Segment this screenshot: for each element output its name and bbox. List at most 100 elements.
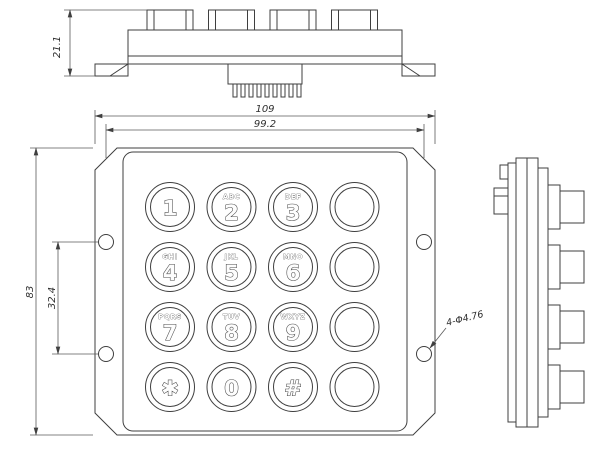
side-cap-tip [559,190,585,224]
top-view [94,9,436,98]
button-outer-ring [268,302,318,352]
hole-callout-text: 4-Φ4.76 [445,309,485,329]
connector-pins [232,83,302,98]
button-digit: 1 [163,197,178,221]
button-inner-ring [211,307,252,347]
button-inner-ring [150,307,190,347]
button-digit: 0 [224,377,239,401]
top-view-body [127,29,403,65]
button-inner-ring [150,367,190,407]
button-digit: 2 [224,201,239,225]
connector-pin [264,83,270,98]
button-outer-ring [145,182,195,232]
button-inner-ring [150,187,190,227]
keypad-button-blank [329,362,380,412]
dim-text-overall-width: 109 [255,104,274,115]
button-outer-ring [145,302,195,352]
button-outer-ring [206,182,257,232]
button-letters: TUV [223,313,240,321]
button-inner-ring [150,247,190,287]
button-letters: JKL [224,253,239,261]
button-outer-ring [145,362,195,412]
connector-pin [280,83,286,98]
keypad-button-blank [329,242,380,292]
keypad-button-1: 1 [145,182,195,232]
side-view [493,157,585,428]
top-cap [331,9,378,31]
button-outer-ring [145,242,195,292]
mounting-hole-bottom-left [98,346,114,362]
button-inner-ring [211,247,252,287]
side-cap-base [547,304,561,350]
button-letters: MNO [283,253,303,261]
dim-text-overall-height: 83 [25,286,36,299]
top-cap [208,9,255,31]
button-inner-ring [334,247,375,287]
connector-pin [296,83,302,98]
button-digit: 7 [163,321,178,345]
button-digit: 8 [224,321,239,345]
button-inner-ring [334,367,375,407]
top-view-right-tab [401,63,436,77]
button-inner-ring [334,187,375,227]
button-digit: 3 [286,201,301,225]
front-panel-face [122,151,408,432]
top-view-button-caps [146,9,378,31]
button-letters: ABC [223,193,240,201]
keypad-button-blank [329,182,380,232]
button-outer-ring [268,362,318,412]
button-digit: ✱ [161,377,179,401]
connector-pin [272,83,278,98]
button-digit: 4 [163,261,178,285]
button-digit: # [284,377,302,401]
button-inner-ring [273,307,313,347]
side-cap-tip [559,370,585,404]
button-letters: WXYZ [280,313,305,321]
button-inner-ring [334,307,375,347]
connector-pin [248,83,254,98]
button-digit: 9 [286,321,301,345]
dim-text-side-height: 21.1 [52,36,63,58]
top-view-right-tab-bend [401,63,421,77]
button-outer-ring [329,182,380,232]
keypad-button-✱: ✱ [145,362,195,412]
button-outer-ring [268,242,318,292]
side-cap-base [547,364,561,410]
button-letters: PQRS [158,313,182,321]
side-face-plate [537,167,549,418]
button-letters: GHI [162,253,178,261]
mounting-hole-bottom-right [416,346,432,362]
connector-pin [288,83,294,98]
side-top-step [499,164,509,180]
button-inner-ring [211,187,252,227]
button-digit: 6 [286,261,301,285]
side-button-caps [547,184,585,410]
dim-text-hole-span-height: 32.4 [47,287,58,309]
side-connector-nub [493,187,509,215]
connector-pin [232,83,238,98]
connector-pin [240,83,246,98]
side-back-plate [507,162,517,423]
top-cap [146,9,194,31]
side-cap-base [547,244,561,290]
dim-text-hole-span-width: 99.2 [254,119,276,130]
side-cap-tip [559,250,585,284]
top-cap [269,9,317,31]
top-view-left-tab [94,63,129,77]
button-outer-ring [329,362,380,412]
button-inner-ring [211,367,252,407]
top-view-left-tab-bend [109,63,129,77]
hole-callout-leader [429,327,447,349]
front-outer-outline [94,147,436,436]
keypad-button-blank [329,302,380,352]
button-digit: 5 [224,261,239,285]
